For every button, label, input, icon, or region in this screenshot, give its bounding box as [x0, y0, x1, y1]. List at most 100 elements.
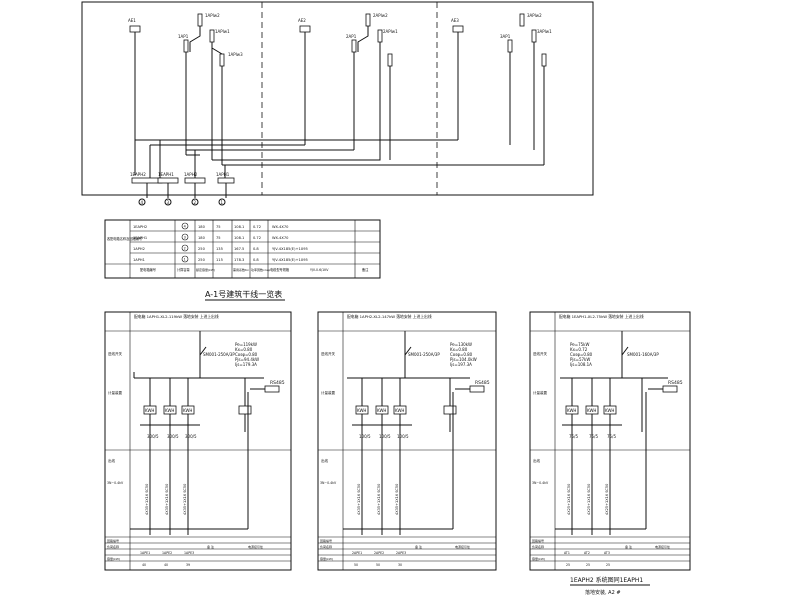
panel-3-kwh-3: KWH — [605, 408, 614, 413]
panel-3-ct-1: 75/5 — [569, 434, 578, 439]
svg-text:容量(kW): 容量(kW) — [532, 556, 545, 561]
panel-2-side-meter: 计量装置 — [321, 390, 335, 395]
panel-1-ct-3: 300/5 — [185, 434, 197, 439]
riser-label-1aplw1: 1APlw1 — [215, 29, 230, 34]
riser-circle-4: 4 — [141, 200, 144, 205]
panel-1-param-pjs: Pjs=94.4kW — [235, 357, 259, 362]
panel-3-side-voltage: 3N~0.4kV — [532, 481, 549, 485]
panel-3-load-3: AT3 — [604, 551, 610, 555]
trunk-row-2: 1EAPH1 3 180 75 108.1 0.72 WX-4X70 — [133, 233, 289, 241]
panel-2-param-ijs: Ijs=197.3A — [450, 362, 472, 367]
svg-text:115: 115 — [216, 258, 223, 262]
svg-text:108.1: 108.1 — [234, 225, 244, 229]
svg-text:180: 180 — [198, 225, 206, 229]
panel-1-cable-3: 4X35+1X16 SC50 — [183, 484, 187, 515]
svg-text:250: 250 — [198, 258, 206, 262]
panel-1-kw-1: 40 — [142, 563, 146, 567]
trunk-table: 各配电箱名称及回路编号 1EAPH2 4 180 75 108.1 0.72 W… — [104, 219, 381, 301]
svg-text:1APH2: 1APH2 — [133, 247, 145, 251]
panel-1-load-1: 1APE1 — [140, 551, 150, 555]
svg-text:容量(kW): 容量(kW) — [320, 556, 333, 561]
riser-label-ae3: AE3 — [451, 18, 459, 23]
riser-bottom-boxes: 1EAPH2 1EAPH1 1APH2 1APH1 4 3 2 1 — [130, 172, 235, 206]
svg-text:1EAPH2: 1EAPH2 — [133, 225, 147, 229]
panel-1-kw-2: 40 — [164, 563, 168, 567]
svg-text:WX-4X70: WX-4X70 — [272, 225, 289, 229]
panel-3-param-kx: Kx=0.72 — [570, 347, 588, 352]
panel-2-param-pe: Pe=130kW — [450, 342, 472, 347]
svg-text:回路编号: 回路编号 — [320, 538, 332, 543]
riser-circle-2: 2 — [194, 200, 197, 205]
panel-1-kwh-1: KWH — [145, 408, 154, 413]
riser-bottom-label-1eaph1: 1EAPH1 — [158, 172, 174, 177]
svg-text:YJV-0.6/1KV: YJV-0.6/1KV — [310, 268, 329, 272]
panel-1-side-voltage: 3N~0.4kV — [107, 481, 124, 485]
panel-1-rs485: RS485 — [270, 380, 285, 386]
svg-text:0.8: 0.8 — [253, 247, 259, 251]
panel-2-cable-1: 4X35+1X16 SC50 — [357, 484, 361, 515]
panel-1-load-3: 1APE3 — [184, 551, 194, 555]
svg-text:167.5: 167.5 — [234, 247, 244, 251]
riser-bottom-label-1aph1: 1APH1 — [216, 172, 230, 177]
panel-3-cable-3: 4X25+1X16 SC50 — [605, 484, 609, 515]
panel-1-param-pe: Pe=119kW — [235, 342, 257, 347]
panel-1-cable-2: 4X35+1X16 SC50 — [165, 484, 169, 515]
panel-2-kwh-2: KWH — [377, 408, 386, 413]
panel-3-cable-1: 4X25+1X16 SC50 — [567, 484, 571, 515]
riser-diagram: AE1 1APlw2 1APlw1 1AP1 1APlw3 2APlw2 — [81, 1, 594, 206]
panel-3-param-pjs: Pjs=57kW — [570, 357, 590, 362]
panel-3-load-2: AT2 — [584, 551, 590, 555]
panel-3-cable-2: 4X25+1X16 SC50 — [587, 484, 591, 515]
svg-text:配电箱编号: 配电箱编号 — [140, 267, 156, 272]
svg-text:YJV-4X185(E)+1X95: YJV-4X185(E)+1X95 — [272, 258, 308, 262]
svg-text:0.72: 0.72 — [253, 236, 261, 240]
svg-text:电源接引处: 电源接引处 — [455, 544, 470, 549]
panel-3-param-pe: Pe=75kW — [570, 342, 589, 347]
panel-3-ct-3: 75/5 — [607, 434, 616, 439]
svg-text:108.1: 108.1 — [234, 236, 244, 240]
panel-1aph2: 配电箱 1APH2-XL2-147kW 落地安装 上进上出线 进线开关 计量装置… — [317, 311, 497, 571]
trunk-footer: 配电箱编号 计算容量 额定容量(kW) 需用系数Kx 功率因数cosφ 电缆型号… — [140, 267, 369, 272]
trunk-row-3: 1APH2 2 250 135 167.5 0.8 YJV-4X185(E)+1… — [133, 244, 308, 252]
svg-text:功率因数cosφ: 功率因数cosφ — [251, 267, 270, 272]
riser-group-1: AE1 1APlw2 1APlw1 1AP1 1APlw3 — [128, 13, 243, 175]
panel-2-load-2: 2APE2 — [374, 551, 384, 555]
panel-1-side-meter: 计量装置 — [108, 390, 122, 395]
panel-1-title: 配电箱 1APH1-XL2-119kW 落地安装 上进上出线 — [134, 314, 219, 319]
panel-3-caption: 1EAPH2 系统图同1EAPH1 — [570, 576, 643, 584]
riser-label-2aplw1: 2APlw1 — [383, 29, 398, 34]
svg-text:备 注: 备 注 — [415, 544, 422, 549]
panel-2-load-3: 2APE3 — [396, 551, 406, 555]
svg-text:额定容量(kW): 额定容量(kW) — [196, 267, 215, 272]
riser-group-2: 2APlw2 2APlw1 2AP1 AE2 — [298, 13, 398, 160]
panel-3-incoming-switch: SM001-160A/3P — [627, 352, 659, 357]
svg-text:回路编号: 回路编号 — [107, 538, 119, 543]
panel-3-side-meter: 计量装置 — [533, 390, 547, 395]
panel-3-ct-2: 75/5 — [589, 434, 598, 439]
svg-text:容量(kW): 容量(kW) — [107, 556, 120, 561]
trunk-row-header: 各配电箱名称及回路编号 — [107, 236, 142, 241]
panel-1-side-incoming: 进线开关 — [108, 351, 122, 356]
riser-label-1ap1: 1AP1 — [178, 34, 189, 39]
panel-1-param-kx: Kx=0.80 — [235, 347, 253, 352]
svg-text:需用系数Kx: 需用系数Kx — [233, 267, 249, 272]
panel-2-rs485: RS485 — [475, 380, 490, 386]
svg-text:0.8: 0.8 — [253, 258, 259, 262]
trunk-row-1: 1EAPH2 4 180 75 108.1 0.72 WX-4X70 — [133, 222, 289, 230]
svg-text:电源接引处: 电源接引处 — [248, 544, 263, 549]
riser-label-3aplw1: 3APlw1 — [537, 29, 552, 34]
panel-1-kw-3: 39 — [186, 563, 190, 567]
riser-label-2aplw2: 2APlw2 — [373, 13, 388, 18]
riser-label-3aplw2: 3APlw2 — [527, 13, 542, 18]
panel-3-kw-2: 25 — [586, 563, 590, 567]
panel-1-bottom-table: 回路编号 负荷名称 容量(kW) 备 注 电源接引处 1APE1 1APE2 1… — [105, 538, 291, 567]
panel-1-kwh-3: KWH — [183, 408, 192, 413]
svg-text:180: 180 — [198, 236, 206, 240]
riser-label-1aplw3: 1APlw3 — [228, 52, 243, 57]
panel-2-cable-3: 4X35+1X16 SC50 — [395, 484, 399, 515]
panel-2-title: 配电箱 1APH2-XL2-147kW 落地安装 上进上出线 — [347, 314, 432, 319]
svg-text:回路编号: 回路编号 — [532, 538, 544, 543]
panel-2-kw-3: 30 — [398, 563, 402, 567]
riser-circle-3: 3 — [167, 200, 170, 205]
